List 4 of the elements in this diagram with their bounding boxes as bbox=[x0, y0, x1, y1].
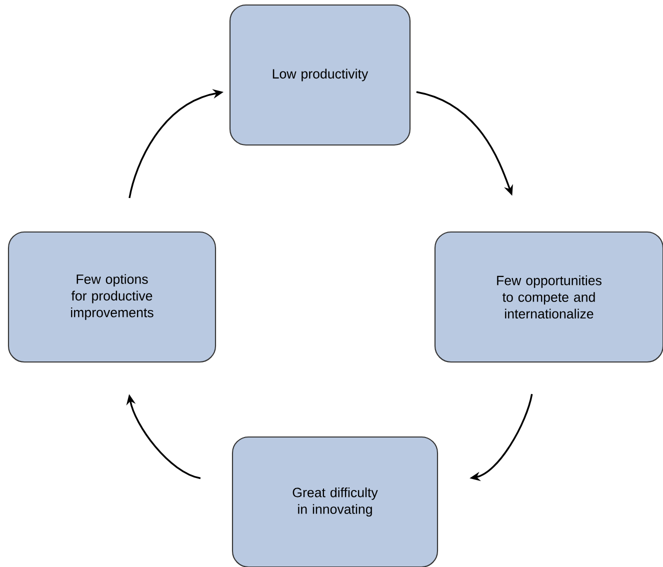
process-box: Low productivity bbox=[229, 4, 411, 146]
process-box: Few opportunities to compete and internationalize bbox=[434, 231, 663, 363]
process-box: Great difficulty in innovating bbox=[232, 436, 438, 567]
process-box: Few options for productive improvements bbox=[8, 231, 216, 363]
